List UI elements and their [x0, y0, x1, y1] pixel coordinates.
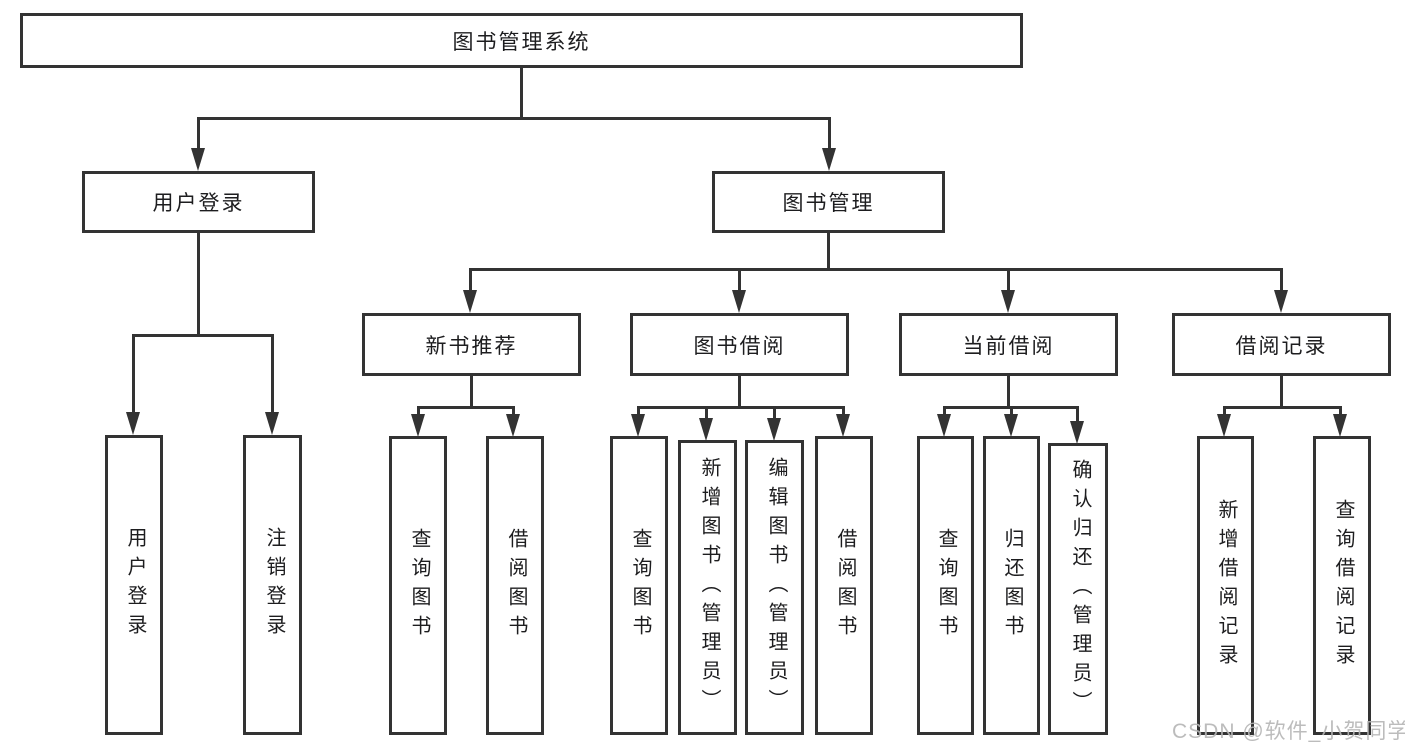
connector-drop — [1339, 406, 1342, 415]
arrow-down-icon — [1070, 421, 1084, 444]
leaf-confirm-return-admin: 确认归还（管理员） — [1048, 443, 1108, 735]
arrow-down-icon — [937, 414, 951, 437]
leaf-query-books-borrow: 查询图书 — [610, 436, 668, 735]
connector-user-login-stem — [197, 233, 200, 335]
arrow-down-icon — [411, 414, 425, 437]
connector-drop — [271, 334, 274, 414]
connector-drop — [842, 406, 845, 415]
arrow-down-icon — [836, 414, 850, 437]
arrow-down-icon — [767, 418, 781, 441]
leaf-query-books-recommend: 查询图书 — [389, 436, 447, 735]
node-new-book-recommend: 新书推荐 — [362, 313, 581, 376]
node-book-management: 图书管理 — [712, 171, 945, 233]
arrow-down-icon — [1004, 414, 1018, 437]
leaf-borrow-books-recommend: 借阅图书 — [486, 436, 544, 735]
arrow-down-icon — [1274, 290, 1288, 313]
connector-l2-left-drop — [197, 117, 200, 151]
arrow-down-icon — [1217, 414, 1231, 437]
connector-l2-right-drop — [828, 117, 831, 151]
connector-drop — [1007, 268, 1010, 292]
leaf-add-borrow-record: 新增借阅记录 — [1197, 436, 1254, 735]
leaf-edit-book-admin: 编辑图书（管理员） — [745, 440, 804, 735]
arrow-down-icon — [506, 414, 520, 437]
arrow-down-icon — [1001, 290, 1015, 313]
leaf-borrow-books: 借阅图书 — [815, 436, 873, 735]
connector-stem — [1007, 376, 1010, 409]
arrow-down-icon — [732, 290, 746, 313]
arrow-down-icon — [699, 418, 713, 441]
connector-drop — [738, 268, 741, 292]
connector-drop — [132, 334, 135, 414]
connector-book-mgmt-hline — [469, 268, 1282, 271]
node-current-borrow: 当前借阅 — [899, 313, 1118, 376]
connector-stem — [1280, 376, 1283, 409]
node-root: 图书管理系统 — [20, 13, 1023, 68]
connector-hline — [417, 406, 515, 409]
connector-drop — [773, 406, 776, 419]
arrow-down-icon — [265, 412, 279, 435]
connector-drop — [943, 406, 946, 415]
arrow-down-icon — [822, 148, 836, 171]
leaf-query-borrow-record: 查询借阅记录 — [1313, 436, 1371, 735]
leaf-user-login: 用户登录 — [105, 435, 163, 735]
connector-hline — [1223, 406, 1341, 409]
connector-root-hline — [197, 117, 831, 120]
arrow-down-icon — [463, 290, 477, 313]
arrow-down-icon — [126, 412, 140, 435]
connector-book-mgmt-stem — [827, 233, 830, 271]
connector-drop — [512, 406, 515, 415]
leaf-query-books-current: 查询图书 — [917, 436, 974, 735]
connector-drop — [637, 406, 640, 415]
node-user-login: 用户登录 — [82, 171, 315, 233]
connector-hline — [637, 406, 844, 409]
connector-drop — [705, 406, 708, 419]
leaf-add-book-admin: 新增图书（管理员） — [678, 440, 737, 735]
connector-drop — [417, 406, 420, 415]
connector-stem — [470, 376, 473, 409]
connector-stem — [738, 376, 741, 409]
leaf-logout: 注销登录 — [243, 435, 302, 735]
leaf-return-book: 归还图书 — [983, 436, 1040, 735]
arrow-down-icon — [631, 414, 645, 437]
connector-drop — [1010, 406, 1013, 415]
connector-drop — [1223, 406, 1226, 415]
connector-root-stem — [520, 68, 523, 119]
connector-drop — [1280, 268, 1283, 292]
arrow-down-icon — [1333, 414, 1347, 437]
csdn-watermark: CSDN @软件_小贺同学 — [1172, 720, 1405, 743]
node-book-borrow: 图书借阅 — [630, 313, 849, 376]
arrow-down-icon — [191, 148, 205, 171]
connector-user-login-hline — [132, 334, 274, 337]
connector-drop — [1076, 406, 1079, 422]
connector-drop — [469, 268, 472, 292]
node-borrow-records: 借阅记录 — [1172, 313, 1391, 376]
